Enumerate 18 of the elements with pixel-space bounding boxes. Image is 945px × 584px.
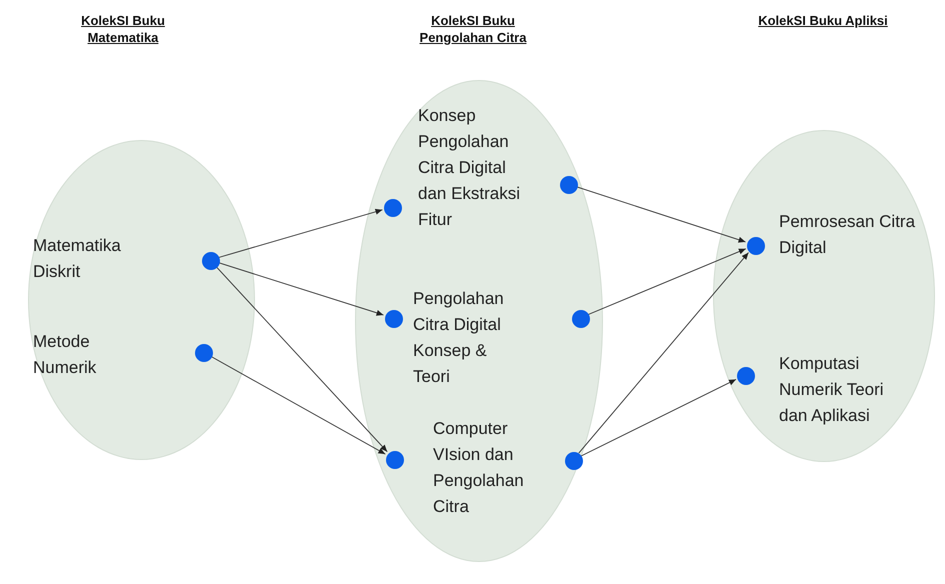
group-heading: KolekSI Buku Pengolahan Citra bbox=[418, 12, 528, 46]
arrow bbox=[580, 378, 736, 456]
arrow bbox=[588, 248, 746, 315]
arrow bbox=[216, 266, 388, 452]
book-title: Pemrosesan Citra Digital bbox=[779, 211, 916, 259]
arrow bbox=[578, 252, 749, 454]
group-heading: KolekSI Buku Apliksi bbox=[757, 12, 889, 29]
group-heading: KolekSI Buku Matematika bbox=[80, 12, 166, 46]
book-title: Komputasi Numerik Teori dan Aplikasi bbox=[779, 353, 885, 427]
arrow bbox=[218, 208, 383, 258]
book-title: Computer VIsion dan Pengolahan Citra bbox=[433, 418, 525, 518]
arrow bbox=[576, 186, 746, 243]
book-title: Pengolahan Citra Digital Konsep & Teori bbox=[413, 288, 505, 388]
book-title: Matematika Diskrit bbox=[33, 235, 122, 283]
arrow bbox=[218, 262, 384, 316]
book-title: Metode Numerik bbox=[33, 331, 98, 379]
arrow bbox=[210, 356, 386, 455]
book-title: Konsep Pengolahan Citra Digital dan Ekstraksi Fitur bbox=[418, 105, 522, 231]
